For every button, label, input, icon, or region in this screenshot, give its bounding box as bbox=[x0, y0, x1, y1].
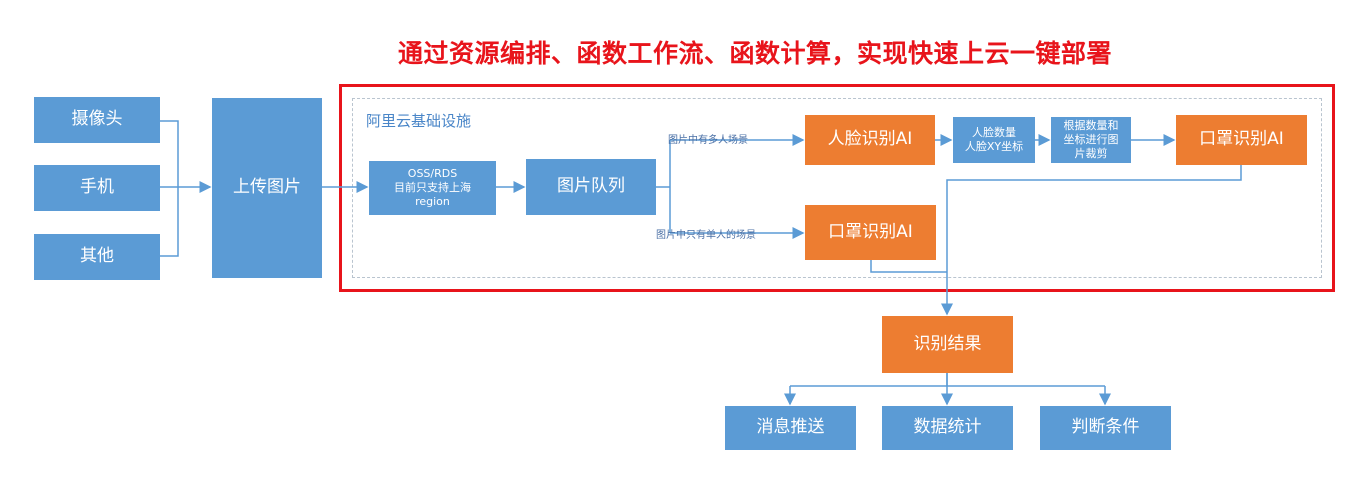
oss-line-1: OSS/RDS bbox=[407, 167, 458, 181]
source-phone: 手机 bbox=[34, 165, 160, 211]
infrastructure-group bbox=[352, 98, 1322, 278]
connector-other bbox=[160, 187, 179, 257]
oss-line-2: 目前只支持上海 bbox=[394, 181, 471, 195]
crop-line-3: 片裁剪 bbox=[1074, 146, 1108, 160]
source-camera: 摄像头 bbox=[34, 97, 160, 143]
crop-line-1: 根据数量和 bbox=[1063, 119, 1119, 133]
output-judgment-condition: 判断条件 bbox=[1040, 406, 1171, 450]
image-queue-box: 图片队列 bbox=[526, 159, 656, 215]
upload-image-box: 上传图片 bbox=[212, 98, 322, 278]
single-person-label: 图片中只有单人的场景 bbox=[656, 230, 756, 241]
mask-recognition-ai-box-top: 口罩识别AI bbox=[1176, 115, 1307, 165]
face-info-line-1: 人脸数量 bbox=[972, 126, 1016, 140]
crop-line-2: 坐标进行图 bbox=[1063, 133, 1119, 147]
mask-recognition-ai-box-bottom: 口罩识别AI bbox=[805, 205, 936, 260]
infrastructure-label: 阿里云基础设施 bbox=[366, 112, 472, 130]
connector-camera bbox=[160, 120, 179, 187]
oss-line-3: region bbox=[415, 194, 450, 208]
face-info-line-2: 人脸XY坐标 bbox=[964, 140, 1024, 153]
face-info-box: 人脸数量 人脸XY坐标 bbox=[953, 117, 1035, 163]
diagram-title: 通过资源编排、函数工作流、函数计算，实现快速上云一键部署 bbox=[397, 39, 1112, 68]
multi-person-label: 图片中有多人场景 bbox=[668, 135, 748, 146]
connector-mask-top-down bbox=[941, 165, 1242, 316]
output-message-push: 消息推送 bbox=[725, 406, 856, 450]
connector-mask-bottom-down bbox=[870, 260, 947, 273]
connector-queue-split bbox=[656, 140, 671, 233]
face-recognition-ai-box: 人脸识别AI bbox=[805, 115, 935, 165]
source-other: 其他 bbox=[34, 234, 160, 280]
oss-rds-box: OSS/RDS 目前只支持上海 region bbox=[369, 161, 496, 215]
crop-box: 根据数量和 坐标进行图 片裁剪 bbox=[1051, 117, 1131, 163]
recognition-result-box: 识别结果 bbox=[882, 316, 1013, 373]
deployment-highlight-frame bbox=[339, 84, 1335, 292]
output-data-statistics: 数据统计 bbox=[882, 406, 1013, 450]
